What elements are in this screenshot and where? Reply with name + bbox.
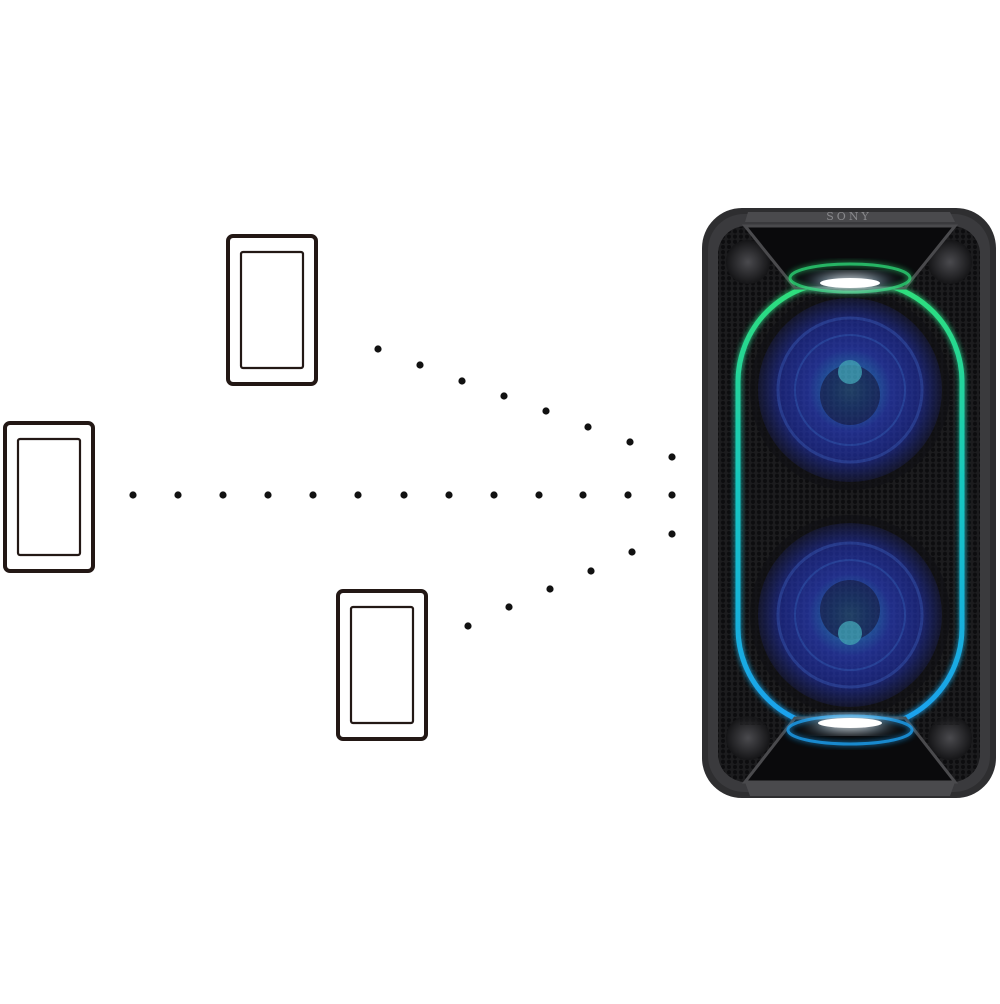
phone-left-icon (3, 421, 95, 573)
dot-trail-middle (129, 491, 676, 499)
tweeter-bottom-right (928, 716, 972, 760)
bottom-led (818, 718, 882, 728)
connection-dots (129, 345, 676, 630)
dot-trail-bottom (464, 530, 676, 630)
top-led (820, 278, 880, 288)
speaker: SONY (702, 208, 996, 798)
tweeter-top-left (726, 240, 770, 284)
dot-trail-top (374, 345, 676, 461)
brand-logo: SONY (826, 210, 871, 223)
top-cap (745, 212, 955, 222)
tweeter-bottom-left (726, 716, 770, 760)
bottom-cap (745, 782, 955, 796)
phones-group (3, 234, 428, 741)
phone-top-icon (226, 234, 318, 386)
tweeter-top-right (928, 240, 972, 284)
phone-bottom-icon (336, 589, 428, 741)
